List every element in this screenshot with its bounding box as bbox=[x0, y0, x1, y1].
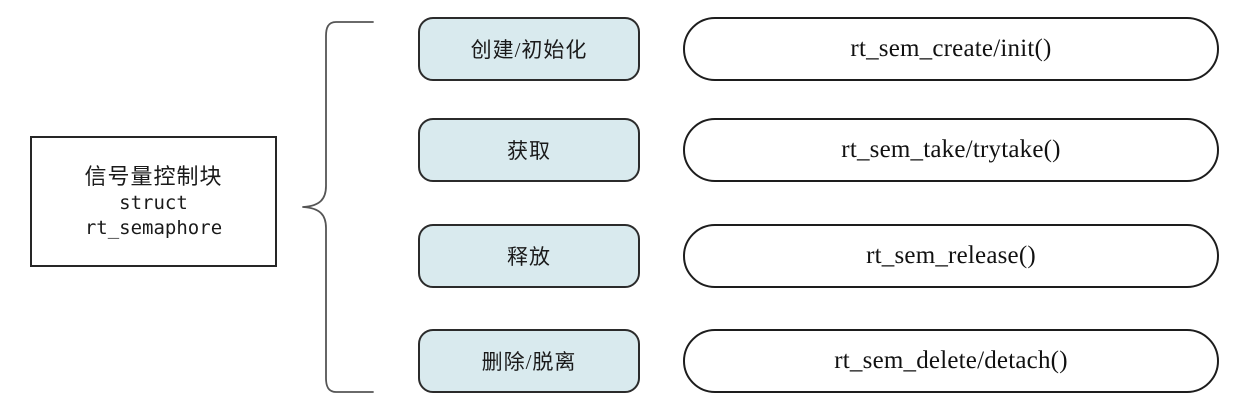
api-label: rt_sem_delete/detach() bbox=[834, 347, 1068, 374]
control-block-struct-keyword: struct bbox=[119, 191, 188, 214]
operation-box-release[interactable]: 释放 bbox=[418, 224, 640, 288]
api-pill-take-trytake[interactable]: rt_sem_take/trytake() bbox=[683, 118, 1219, 182]
api-label: rt_sem_create/init() bbox=[850, 35, 1052, 62]
semaphore-control-block: 信号量控制块 struct rt_semaphore bbox=[30, 136, 277, 267]
operation-box-take[interactable]: 获取 bbox=[418, 118, 640, 182]
operation-box-delete-detach[interactable]: 删除/脱离 bbox=[418, 329, 640, 393]
operation-label: 释放 bbox=[507, 245, 551, 269]
api-pill-create-init[interactable]: rt_sem_create/init() bbox=[683, 17, 1219, 81]
control-block-struct-name: rt_semaphore bbox=[84, 217, 223, 240]
api-label: rt_sem_take/trytake() bbox=[841, 136, 1061, 163]
operation-label: 获取 bbox=[507, 139, 551, 163]
api-pill-delete-detach[interactable]: rt_sem_delete/detach() bbox=[683, 329, 1219, 393]
operation-label: 创建/初始化 bbox=[470, 38, 588, 62]
operation-box-create-init[interactable]: 创建/初始化 bbox=[418, 17, 640, 81]
api-label: rt_sem_release() bbox=[866, 242, 1036, 269]
operation-label: 删除/脱离 bbox=[481, 350, 577, 374]
control-block-title: 信号量控制块 bbox=[84, 163, 223, 189]
api-pill-release[interactable]: rt_sem_release() bbox=[683, 224, 1219, 288]
curly-brace bbox=[296, 10, 382, 400]
